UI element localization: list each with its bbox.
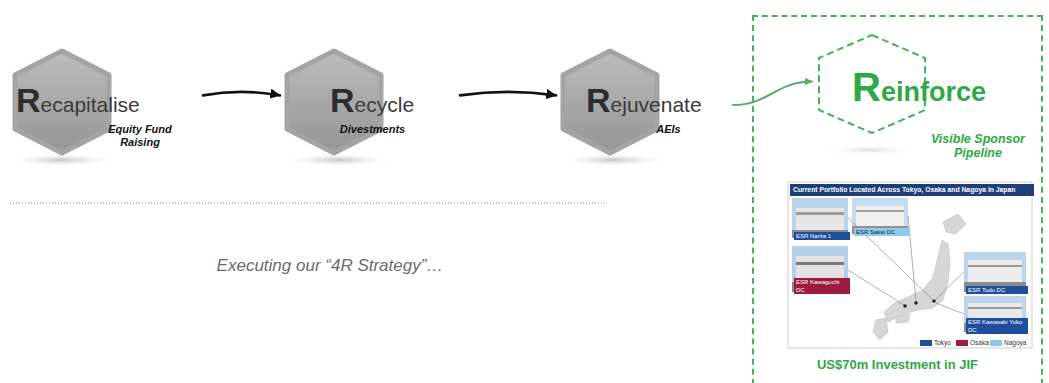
step-title: Recycle (330, 83, 414, 117)
photo-caption: ESR Kawasaki Yoko DC (966, 318, 1028, 334)
flow-arrow (460, 92, 556, 96)
strategy-hexagon: RecycleDivestments (280, 45, 460, 165)
step-title: Recapitalise (16, 83, 140, 117)
strategy-note: Executing our “4R Strategy”… (120, 256, 540, 276)
leader-line (848, 216, 964, 314)
flow-arrow (733, 82, 812, 106)
dotted-rule (10, 203, 607, 204)
legend-swatch (956, 340, 968, 346)
photo-caption: ESR Sakai DC (854, 228, 910, 236)
hex-shadow (820, 144, 920, 156)
photo-caption: ESR Todo DC (966, 286, 1028, 294)
step-subtitle: Visible Sponsor Pipeline (922, 132, 1034, 161)
legend-text: Nagoya (1004, 339, 1026, 346)
panel-caption: US$70m Investment in JIF (754, 357, 1041, 373)
photo-caption: ESR Kawaguchi DC (794, 278, 850, 294)
step-subtitle: Divestments (330, 123, 415, 136)
photo-caption: ESR Narita 1 (794, 232, 850, 240)
strategy-hexagon: ReinforceVisible Sponsor Pipeline (812, 32, 1038, 182)
step-subtitle: AEIs (636, 123, 701, 136)
hex-shadow (559, 153, 669, 167)
legend-text: Osaka (970, 339, 989, 346)
highlight-panel: US$70m Investment in JIF ReinforceVisible… (752, 15, 1043, 383)
step-title: Reinforce (852, 67, 986, 107)
portfolio-slide: Current Portfolio Located Across Tokyo, … (790, 184, 1034, 350)
step-subtitle: Equity Fund Raising (100, 123, 180, 148)
legend-text: Tokyo (934, 339, 951, 346)
portfolio-slide (788, 182, 1032, 348)
legend-swatch (990, 340, 1002, 346)
strategy-hexagon: RecapitaliseEquity Fund Raising (8, 45, 203, 165)
strategy-hexagon: RejuvenateAEIs (556, 45, 733, 165)
step-title: Rejuvenate (586, 83, 702, 117)
legend-swatch (920, 340, 932, 346)
location-dot (903, 299, 936, 308)
hex-shadow (283, 153, 393, 167)
slide-title: Current Portfolio Located Across Tokyo, … (790, 184, 1034, 196)
flow-arrow (203, 92, 280, 96)
